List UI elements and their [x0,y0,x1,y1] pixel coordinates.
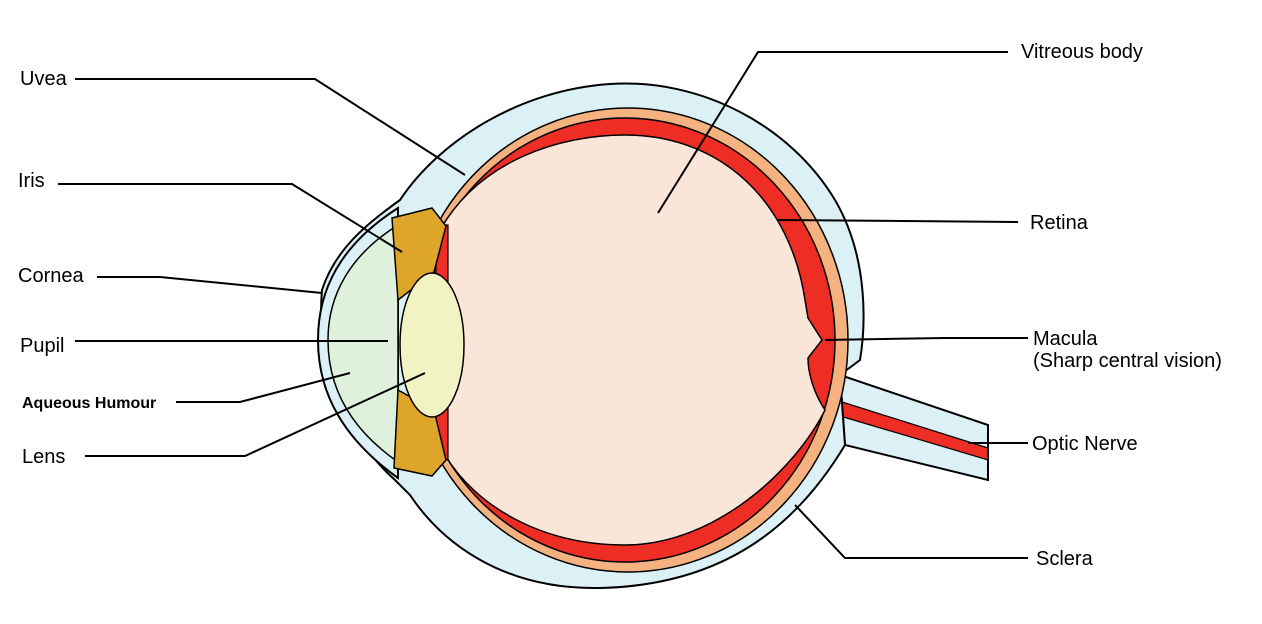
macula-note-label: (Sharp central vision) [1033,350,1222,372]
macula-leader [824,337,1028,341]
iris-label: Iris [18,170,45,192]
aqueous-leader [176,372,351,403]
vitreous-body-label: Vitreous body [1021,41,1143,63]
cornea-label: Cornea [18,265,84,287]
uvea-label: Uvea [20,68,67,90]
uvea-leader [75,78,466,176]
leader-lines [58,51,1028,559]
pupil-label: Pupil [20,335,65,357]
macula-label: Macula [1033,328,1098,350]
iris-upper [391,207,447,302]
lens-leader [85,372,426,457]
lens-shape [399,272,465,418]
vitreous-leader [657,51,1008,214]
sclera-leader [794,504,1028,559]
cornea-leader [97,276,323,294]
optic-nerve-label: Optic Nerve [1032,433,1138,455]
vitreous-body [439,134,826,546]
iris-leader [58,183,403,253]
retina-label: Retina [1030,212,1088,234]
aqueous-humour-label: Aqueous Humour [22,395,157,412]
lens-label: Lens [22,446,66,468]
sclera-label: Sclera [1036,548,1093,570]
retina-leader [777,219,1019,223]
